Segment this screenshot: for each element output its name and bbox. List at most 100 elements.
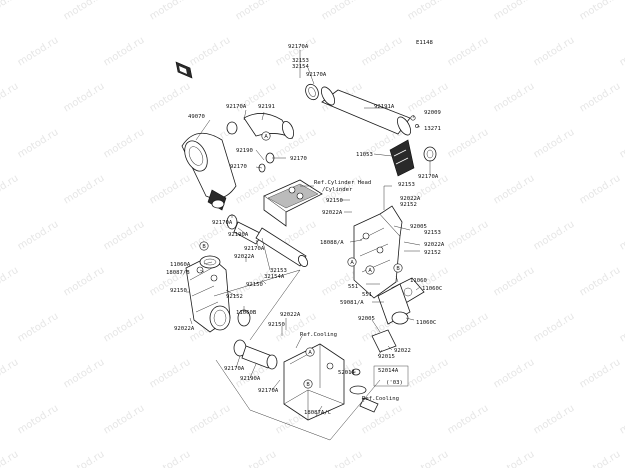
watermark-text: motod.ru [492,265,537,299]
svg-text:B: B [306,382,310,388]
label: 92005 [410,224,427,230]
watermark-text: motod.ru [532,403,577,437]
label: Ref.Cooling [300,332,337,338]
label: 92170A [418,174,439,180]
watermark-text: motod.ru [16,127,61,161]
label: 92152 [226,294,243,300]
watermark-text: motod.ru [188,35,233,69]
pipe-32153 [255,227,308,267]
watermark-text: motod.ru [0,81,20,115]
callout-circle: A [305,347,315,357]
label: 92022A [280,312,301,318]
label: 92153 [398,182,415,188]
label: 11053 [356,152,373,158]
label: 92150 [326,198,343,204]
watermark-text: motod.ru [102,403,147,437]
water-jacket-18087b [185,255,231,333]
label: 32153 [292,58,309,64]
svg-text:A: A [264,134,268,140]
watermark-text: motod.ru [234,0,279,23]
label: 92152 [424,250,441,256]
watermark-text: motod.ru [320,449,365,468]
watermark-text: motod.ru [62,173,107,207]
pipe-59081a [377,283,411,325]
watermark-text: motod.ru [532,311,577,345]
watermark-text: motod.ru [446,403,491,437]
watermark-text: motod.ru [102,127,147,161]
label: 49070 [188,114,205,120]
watermark-text: motod.ru [102,35,147,69]
label: 18087A/C [304,410,331,416]
callout-circle: B [199,241,209,251]
watermark-text: motod.ru [618,35,625,69]
label: 92170A [288,44,309,50]
water-box-18087a-c [283,343,345,421]
watermark-text: motod.ru [406,449,451,468]
callout-circle: A [365,265,375,275]
part-labels: E1148 92170A 32153 32154 92170A 92170A 9… [166,40,445,416]
watermark-text: motod.ru [0,357,20,391]
watermark-text: motod.ru [492,357,537,391]
watermark-text: motod.ru [102,311,147,345]
watermark-text: motod.ru [492,449,537,468]
label: 11060C [416,320,436,326]
muffler-49070 [181,132,237,211]
watermark-text: motod.ru [532,35,577,69]
diagram-code: E1148 [416,40,433,46]
watermark-text: motod.ru [618,127,625,161]
watermark-text: motod.ru [62,0,107,23]
hose-clamp-92170a-a [226,121,238,135]
label: 18088/A [320,240,344,246]
label: 92005 [358,316,375,322]
label: 11060B [236,310,257,316]
gasket-11060a [199,255,221,269]
label: 92022A [234,254,255,260]
watermark-text: motod.ru [618,219,625,253]
watermark-text: motod.ru [406,0,451,23]
label: 92190A [228,232,249,238]
label: 32154 [292,64,309,70]
label: ('03) [386,380,403,386]
label: 18087/B [166,270,190,276]
label: 92152 [400,202,417,208]
leader-lines [186,50,431,441]
parts-drawing [175,61,437,421]
watermark-text: motod.ru [578,0,623,23]
watermark-text: motod.ru [102,219,147,253]
label: 92022A [400,196,421,202]
front-arrow-icon [175,61,193,79]
svg-text:A: A [368,268,372,274]
label: 92153 [424,230,441,236]
label: 92009 [424,110,441,116]
label: 11060 [410,278,427,284]
watermark-text: motod.ru [578,449,623,468]
watermark-text: motod.ru [148,357,193,391]
label: 92190 [236,148,253,154]
label: 92170A [244,246,265,252]
watermark-text: motod.ru [0,173,20,207]
watermark-text: motod.ru [148,449,193,468]
o-ring-52014a [349,385,367,395]
watermark-text: motod.ru [492,0,537,23]
note-box [373,365,409,387]
watermark-text: motod.ru [62,265,107,299]
watermark-text: motod.ru [320,0,365,23]
label: 52014A [378,368,399,374]
label: 92015 [378,354,395,360]
watermark-text: motod.ru [0,265,20,299]
cooling-hose-lower [359,397,379,413]
watermark-text: motod.ru [16,219,61,253]
label: 92150 [268,322,285,328]
label: 13271 [424,126,441,132]
watermark-text: motod.ru [62,357,107,391]
watermark-text: motod.ru [446,35,491,69]
watermark-text: motod.ru [16,403,61,437]
watermark-text: motod.ru [578,81,623,115]
label: 92170 [290,156,307,162]
cylinder-head-flange [263,179,323,227]
bracket-11053 [389,139,415,177]
label: /Cylinder [322,187,353,193]
label: 551 [348,284,358,290]
